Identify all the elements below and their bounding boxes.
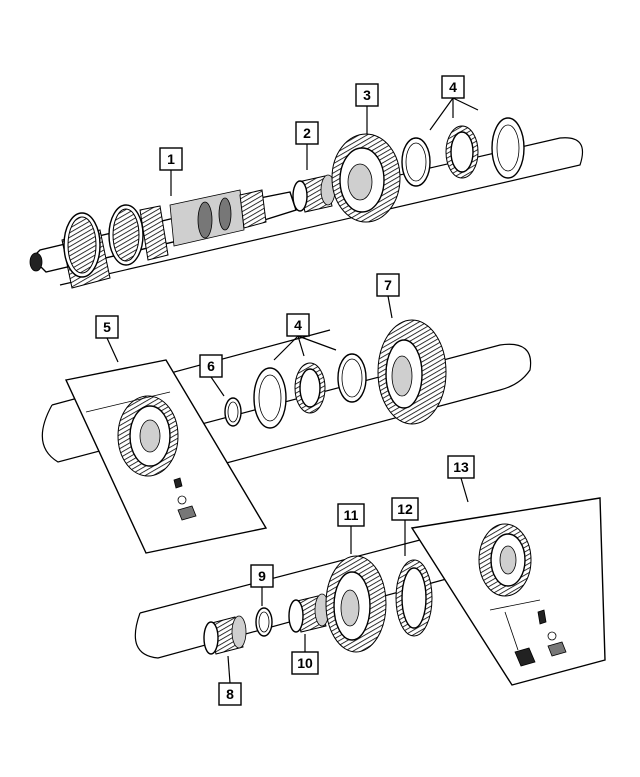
callout-label-13: 13 — [453, 459, 469, 475]
synchronizer-rings-middle — [253, 353, 367, 429]
axis-line-top — [39, 137, 584, 286]
callout-label-2: 2 — [303, 125, 311, 141]
inset-13 — [410, 497, 606, 686]
ring-9 — [255, 607, 273, 637]
bearing-10 — [288, 593, 330, 633]
inset-5 — [64, 359, 268, 554]
main-shaft — [29, 189, 297, 289]
snap-ring-6 — [224, 397, 242, 427]
callout-label-4-middle: 4 — [294, 317, 302, 333]
needle-bearing-2 — [292, 174, 336, 213]
callout-label-10: 10 — [297, 655, 313, 671]
callout-label-7: 7 — [384, 277, 392, 293]
callout-label-4-top: 4 — [449, 79, 457, 95]
gear-3 — [331, 133, 401, 223]
callout-label-12: 12 — [397, 501, 413, 517]
callout-label-5: 5 — [103, 319, 111, 335]
callout-label-8: 8 — [226, 686, 234, 702]
callout-label-1: 1 — [167, 151, 175, 167]
synchronizer-rings-top — [401, 117, 525, 187]
callout-label-11: 11 — [344, 507, 359, 523]
bearing-8 — [203, 615, 247, 655]
gear-11 — [325, 555, 387, 653]
callout-label-3: 3 — [363, 87, 371, 103]
synchronizer-ring-12 — [395, 559, 433, 637]
callout-label-6: 6 — [207, 358, 215, 374]
gear-7 — [377, 319, 447, 425]
callout-label-9: 9 — [258, 568, 266, 584]
